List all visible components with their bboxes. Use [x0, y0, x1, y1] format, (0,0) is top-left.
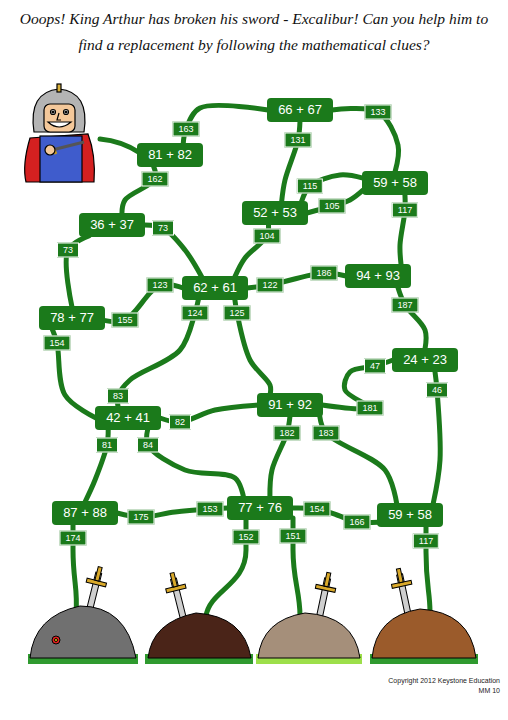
sum-box: 78 + 77 [39, 306, 105, 330]
sum-text: 52 + 53 [253, 205, 297, 221]
sum-text: 77 + 76 [238, 500, 282, 516]
answer-tag: 117 [392, 203, 418, 218]
sum-box: 24 + 23 [392, 348, 458, 372]
maze-path [147, 429, 244, 497]
sum-box: 59 + 58 [362, 171, 428, 195]
answer-tag: 162 [141, 172, 168, 187]
sum-text: 91 + 92 [268, 397, 312, 413]
sum-text: 36 + 37 [90, 217, 134, 233]
sum-text: 66 + 67 [278, 102, 322, 118]
answer-tag: 46 [426, 383, 448, 398]
sum-text: 24 + 23 [403, 352, 447, 368]
maze-path [398, 287, 426, 349]
sum-box: 36 + 37 [79, 213, 145, 237]
answer-tag: 182 [273, 426, 300, 441]
answer-tag: 187 [391, 298, 418, 313]
answer-tag: 183 [312, 426, 339, 441]
answer-tag: 123 [146, 278, 173, 293]
sum-box: 42 + 41 [95, 406, 161, 430]
answer-tag: 105 [318, 199, 345, 214]
sum-box: 81 + 82 [137, 143, 203, 167]
sum-text: 81 + 82 [148, 147, 192, 163]
sum-text: 59 + 58 [373, 175, 417, 191]
answer-tag: 122 [256, 278, 283, 293]
sum-text: 78 + 77 [50, 310, 94, 326]
answer-tag: 125 [223, 306, 250, 321]
copyright-note: MM 10 [479, 686, 500, 695]
sum-box: 91 + 92 [257, 393, 323, 417]
answer-tag: 47 [364, 359, 386, 374]
answer-tag: 104 [253, 229, 280, 244]
answer-tag: 152 [232, 530, 259, 545]
sum-text: 94 + 93 [356, 268, 400, 284]
answer-tag: 155 [111, 313, 138, 328]
answer-tag: 82 [169, 415, 191, 430]
sum-text: 87 + 88 [63, 505, 107, 521]
answer-tag: 154 [43, 336, 70, 351]
sword-stones [28, 565, 478, 664]
answer-tag: 154 [303, 502, 330, 517]
sum-box: 87 + 88 [52, 501, 118, 525]
answer-tag: 151 [279, 529, 306, 544]
knight-figure [25, 84, 95, 182]
answer-tag: 186 [310, 266, 337, 281]
sum-text: 59 + 58 [388, 507, 432, 523]
answer-tag: 73 [57, 243, 79, 258]
start-path [100, 139, 140, 153]
copyright-note: Copyright 2012 Keystone Education [388, 676, 500, 685]
answer-tag: 174 [59, 531, 86, 546]
answer-tag: 73 [152, 221, 174, 236]
answer-tag: 81 [96, 438, 118, 453]
answer-tag: 163 [172, 122, 199, 137]
sum-box: 52 + 53 [242, 201, 308, 225]
answer-tag: 175 [127, 510, 154, 525]
answer-tag: 131 [284, 133, 311, 148]
answer-tag: 83 [107, 389, 129, 404]
connector-layer [52, 105, 440, 522]
answer-tag: 84 [137, 438, 159, 453]
sum-box: 77 + 76 [227, 496, 293, 520]
sum-box: 94 + 93 [345, 264, 411, 288]
maze-path [307, 190, 363, 213]
sum-box: 66 + 67 [267, 98, 333, 122]
sum-text: 62 + 61 [193, 280, 237, 296]
sum-box: 59 + 58 [377, 503, 443, 527]
sum-box: 62 + 61 [182, 276, 248, 300]
answer-tag: 115 [297, 179, 323, 194]
answer-tag: 181 [356, 401, 383, 416]
sum-text: 42 + 41 [106, 410, 150, 426]
answer-tag: 117 [413, 534, 439, 549]
answer-tag: 124 [181, 306, 208, 321]
answer-tag: 166 [343, 515, 370, 530]
answer-tag: 133 [364, 105, 391, 120]
sword-paths [73, 139, 430, 616]
worksheet-title: Ooops! King Arthur has broken his sword … [16, 6, 492, 58]
answer-tag: 153 [196, 502, 223, 517]
